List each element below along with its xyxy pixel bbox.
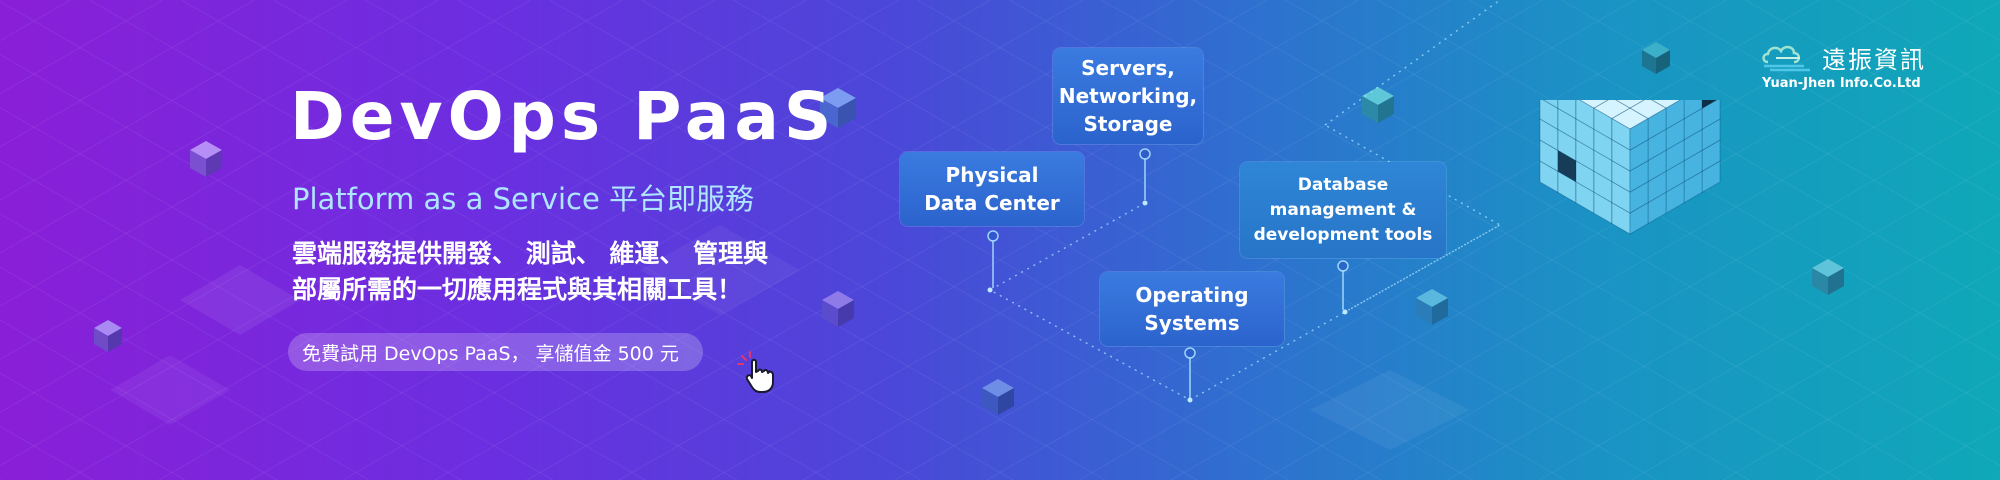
floating-cube: [190, 141, 222, 177]
floating-cube: [982, 379, 1014, 415]
description-line: 部屬所需的一切應用程式與其相關工具！: [292, 275, 743, 304]
deco-diamond: [640, 225, 800, 315]
node-label: Physical: [945, 163, 1039, 187]
node-label: Database: [1297, 174, 1389, 195]
node-physical-data-center: Physical Data Center: [900, 152, 1084, 226]
node-operating-systems: Operating Systems: [1100, 272, 1284, 346]
node-label: Data Center: [924, 191, 1060, 215]
node-label: Storage: [1083, 112, 1173, 136]
floating-cube: [1362, 87, 1394, 123]
connector-dots: [987, 200, 1348, 403]
brand-logo[interactable]: 遠振資訊 Yuan-Jhen Info.Co.Ltd: [1760, 40, 1960, 100]
deco-diamond: [180, 265, 300, 335]
node-label: development tools: [1253, 224, 1433, 245]
node-pins: [987, 148, 1349, 398]
node-label: management &: [1269, 199, 1417, 220]
big-cube-illustration: [1539, 100, 1721, 235]
brand-name-cn: 遠振資訊: [1822, 46, 1926, 74]
hand-pointer-icon: [737, 351, 774, 393]
node-label: Servers,: [1081, 56, 1175, 80]
floating-cube: [1642, 42, 1670, 74]
node-servers-networking-storage: Servers, Networking, Storage: [1053, 48, 1203, 144]
node-database-tools: Database management & development tools: [1240, 162, 1446, 258]
free-trial-button[interactable]: 免費試用 DevOps PaaS， 享儲值金 500 元: [288, 333, 703, 371]
cube-block-face: [1629, 117, 1649, 151]
node-label: Networking,: [1058, 84, 1198, 108]
cloud-logo-icon: [1762, 45, 1810, 72]
diagram-connectors: [988, 0, 1502, 401]
floating-cube: [1416, 289, 1448, 325]
floating-cube: [820, 88, 856, 128]
floating-cube: [94, 320, 122, 352]
node-label: Operating: [1135, 283, 1249, 307]
floating-cube: [1812, 259, 1844, 295]
description-line: 雲端服務提供開發、 測試、 維運、 管理與: [292, 239, 769, 268]
node-label: Systems: [1144, 311, 1240, 335]
deco-diamond: [1310, 370, 1470, 450]
subtitle: Platform as a Service 平台即服務: [292, 182, 755, 216]
deco-diamond: [110, 355, 230, 425]
description: 雲端服務提供開發、 測試、 維運、 管理與 部屬所需的一切應用程式與其相關工具！: [292, 236, 812, 308]
page-title: DevOps PaaS: [290, 78, 837, 155]
floating-cube: [822, 291, 854, 327]
brand-name-en: Yuan-Jhen Info.Co.Ltd: [1762, 76, 1921, 91]
